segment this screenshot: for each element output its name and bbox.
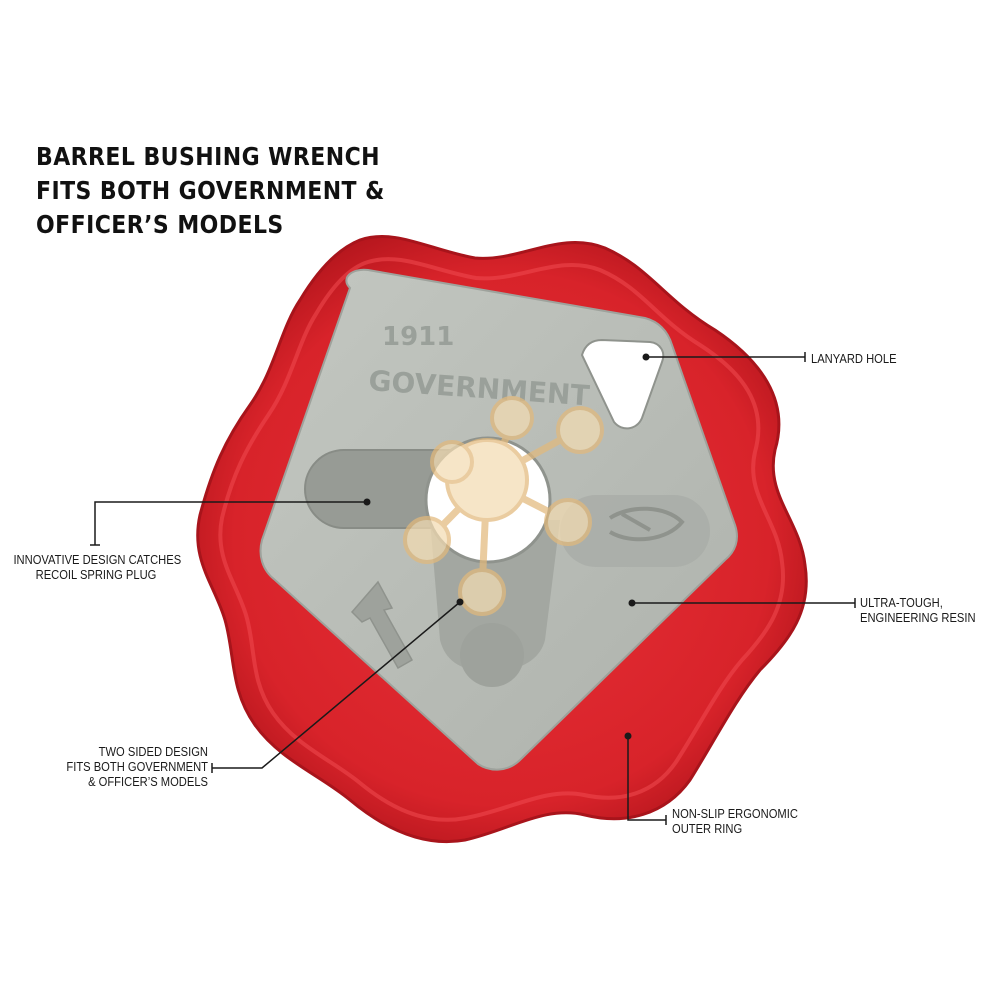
callout-lanyard-hole: LANYARD HOLE — [811, 351, 897, 366]
model-number: 1911 — [382, 322, 454, 352]
arrow-icon — [350, 580, 414, 670]
lanyard-hole — [580, 338, 665, 430]
molecule-watermark-icon — [403, 396, 604, 616]
callout-outer-ring: NON-SLIP ERGONOMIC OUTER RING — [672, 806, 798, 836]
leader-lines — [90, 352, 856, 825]
callout-engineering-resin: ULTRA-TOUGH, ENGINEERING RESIN — [860, 595, 976, 625]
callout-recoil-spring: INNOVATIVE DESIGN CATCHES RECOIL SPRING … — [13, 552, 182, 582]
callout-two-sided-design: TWO SIDED DESIGN FITS BOTH GOVERNMENT & … — [66, 744, 208, 789]
headline-line-2: FITS BOTH GOVERNMENT & — [36, 176, 385, 205]
lower-dimple — [460, 623, 524, 687]
brand-logo-icon — [608, 506, 685, 542]
headline-line-1: BARREL BUSHING WRENCH — [36, 142, 381, 171]
headline-line-3: OFFICER’S MODELS — [36, 210, 284, 239]
headline: BARREL BUSHING WRENCH FITS BOTH GOVERNME… — [36, 140, 388, 242]
ring-ridge — [218, 257, 786, 822]
